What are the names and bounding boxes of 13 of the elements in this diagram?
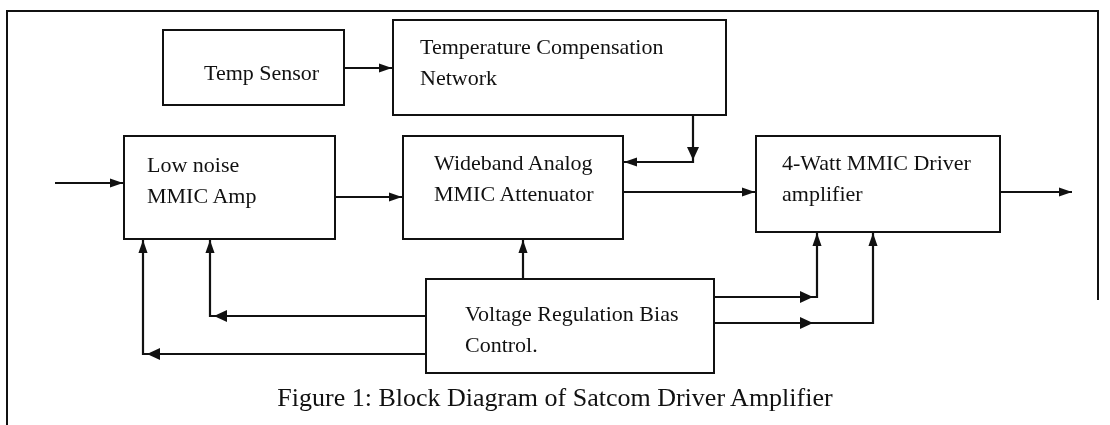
block-label: Wideband Analog MMIC Attenuator xyxy=(434,149,594,208)
block-box xyxy=(755,135,1001,233)
block-box xyxy=(123,135,336,240)
block-label: Temp Sensor xyxy=(204,59,321,87)
block-box xyxy=(392,19,727,116)
block-box xyxy=(402,135,624,240)
figure-caption: Figure 1: Block Diagram of Satcom Driver Amplifier xyxy=(277,383,833,412)
block-label: 4-Watt MMIC Driver amplifier xyxy=(782,149,972,208)
block-label: Voltage Regulation Bias Control. xyxy=(465,300,680,359)
block-label: Temperature Compensation Network xyxy=(420,33,665,92)
block-box xyxy=(425,278,715,374)
block-label: Low noise MMIC Amp xyxy=(147,151,258,210)
block-box xyxy=(162,29,345,106)
